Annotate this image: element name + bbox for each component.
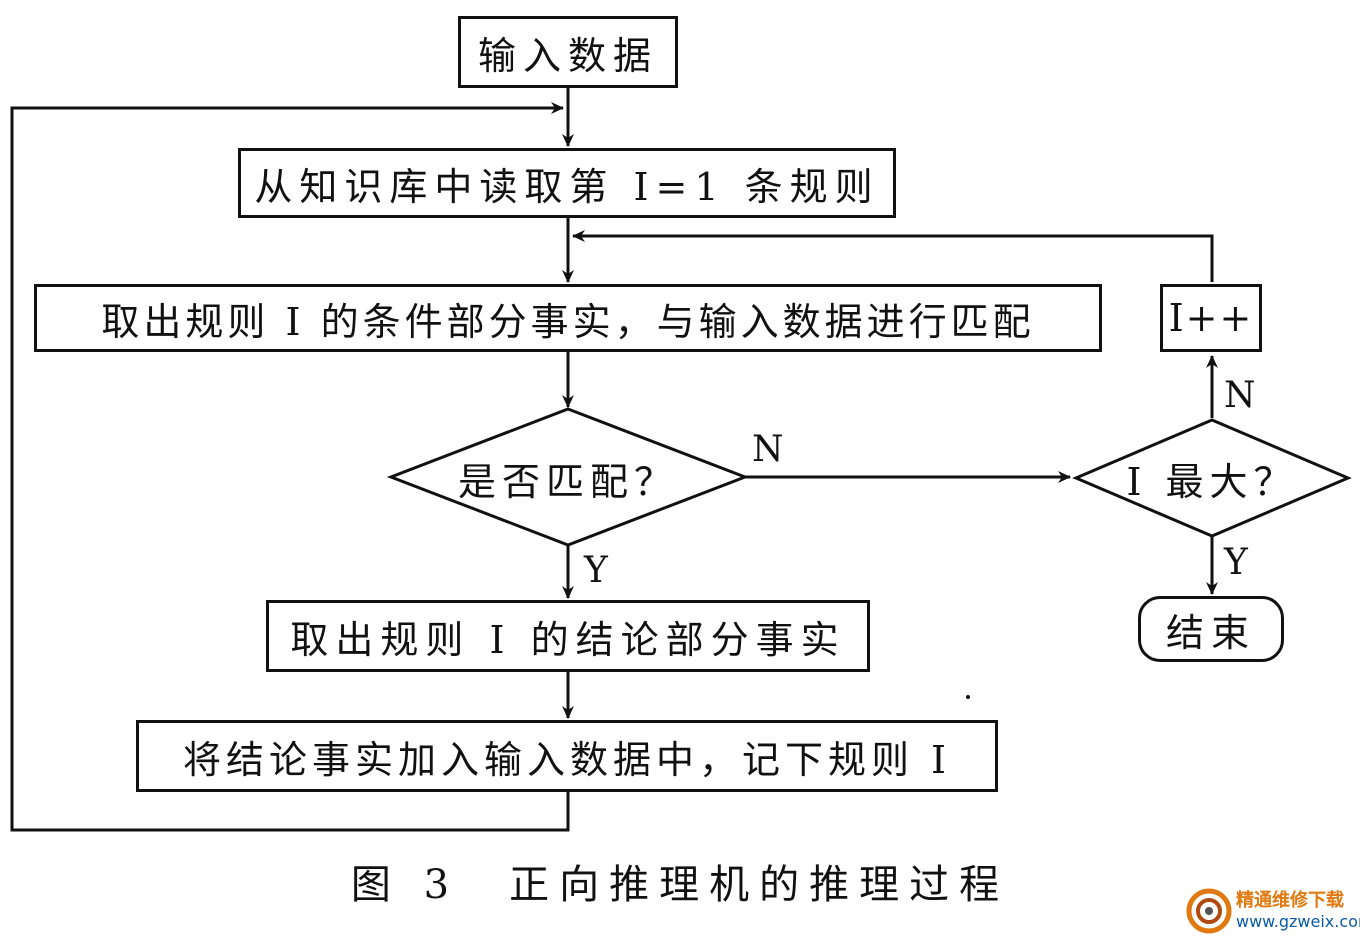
decision-is-match: 是否匹配？ [420,450,716,506]
node-end-label: 结束 [1165,610,1256,655]
watermark-name: 精通维修下载 [1236,890,1344,911]
node-add-conclusion: 将结论事实加入输入数据中，记下规则 I [136,720,998,792]
node-take-conclusion-label: 取出规则 I 的结论部分事实 [290,617,846,662]
decision-is-match-shape [386,407,750,547]
figure-caption: 图 3 正向推理机的推理过程 [350,862,1010,908]
edge-loop-back-inner [572,230,1214,282]
edge-label-match-yes: Y [584,550,608,591]
edge-label-max-no: N [1224,375,1256,416]
scan-speck [966,695,970,699]
decision-i-max: I 最大？ [1100,450,1324,506]
node-read-rule: 从知识库中读取第 I=1 条规则 [238,148,896,218]
watermark-url: www.gzweix.com [1236,912,1360,931]
watermark: 精通维修下载 www.gzweix.com [1186,884,1360,940]
node-i-increment-label: I++ [1168,296,1254,340]
node-take-conclusion: 取出规则 I 的结论部分事实 [266,600,870,672]
edge-label-match-no: N [752,429,784,470]
node-i-increment: I++ [1160,284,1262,352]
node-add-conclusion-label: 将结论事实加入输入数据中，记下规则 I [182,737,952,782]
edge-label-max-yes: Y [1224,542,1248,583]
node-match-conditions: 取出规则 I 的条件部分事实，与输入数据进行匹配 [34,284,1102,352]
node-read-rule-label: 从知识库中读取第 I=1 条规则 [254,164,880,209]
node-match-conditions-label: 取出规则 I 的条件部分事实，与输入数据进行匹配 [101,299,1035,344]
node-input-data-label: 输入数据 [477,33,658,78]
edge-loop-back-outer [10,102,570,832]
watermark-logo-icon [1186,888,1232,934]
node-end: 结束 [1138,596,1284,662]
node-input-data: 输入数据 [458,16,678,88]
decision-i-max-label: I 最大？ [1126,459,1298,504]
decision-is-match-label: 是否匹配？ [457,459,678,504]
decision-i-max-shape [1072,418,1352,538]
